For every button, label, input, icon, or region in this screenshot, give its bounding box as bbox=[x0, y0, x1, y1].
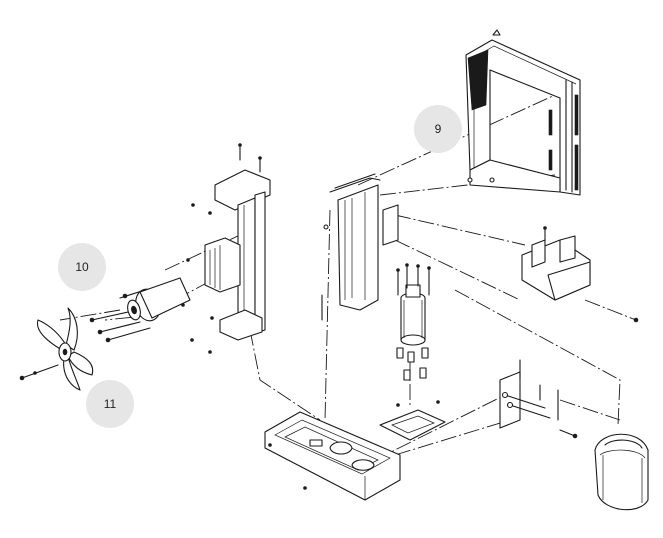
electrical-box bbox=[521, 226, 639, 323]
callout-9: 9 bbox=[414, 105, 462, 153]
callout-11: 11 bbox=[86, 380, 134, 428]
compressor-mount-plate bbox=[379, 409, 446, 441]
top-rear-panel bbox=[465, 29, 581, 196]
valve-bracket bbox=[499, 359, 578, 439]
motor-bracket bbox=[181, 143, 271, 354]
callout-10-label: 10 bbox=[75, 260, 89, 274]
fan-blade bbox=[19, 307, 94, 391]
callout-10: 10 bbox=[58, 243, 106, 291]
curved-panel bbox=[594, 433, 649, 511]
base-pan bbox=[264, 411, 401, 501]
fan-motor bbox=[89, 277, 191, 343]
callout-11-label: 11 bbox=[104, 397, 117, 411]
callout-9-label: 9 bbox=[435, 122, 442, 136]
compressor bbox=[396, 263, 440, 407]
partition-panel bbox=[321, 173, 399, 321]
